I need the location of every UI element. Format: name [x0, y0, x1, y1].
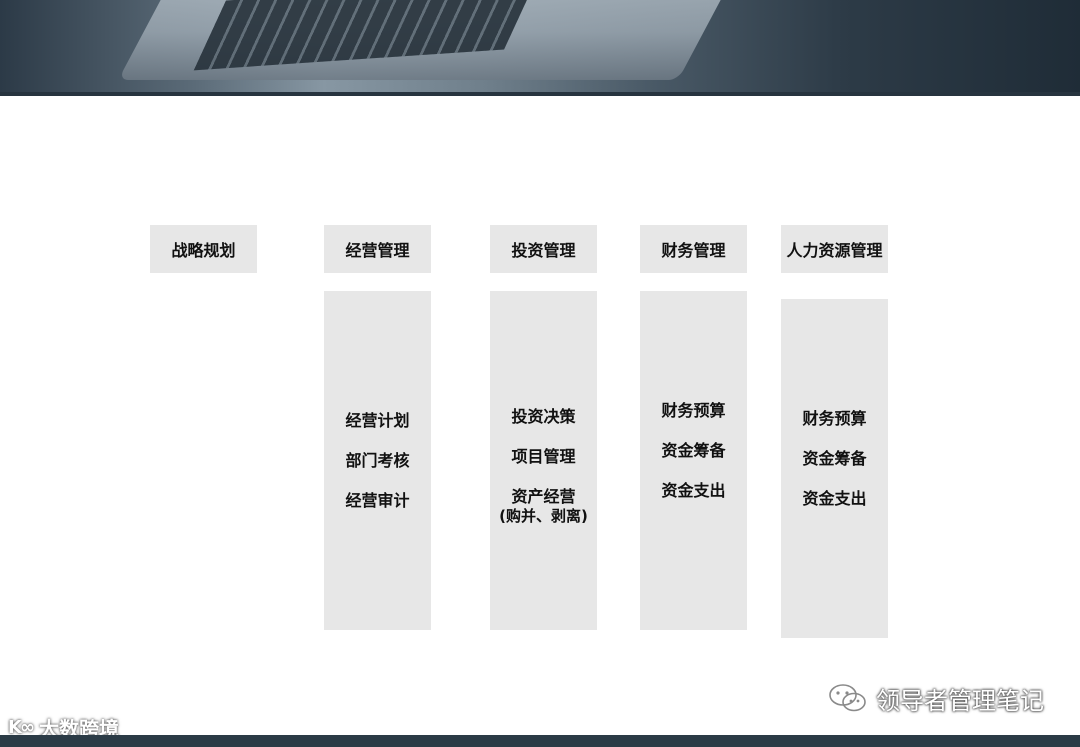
header-label: 投资管理 [511, 237, 575, 261]
footer-bar [0, 735, 1080, 747]
header-operations-management: 经营管理 [324, 225, 431, 273]
header-label: 经营管理 [345, 237, 409, 261]
list-item: 资金筹备 [661, 441, 725, 461]
header-strategy-planning: 战略规划 [150, 225, 257, 273]
panel-operations-management: 经营计划 部门考核 经营审计 [324, 291, 431, 630]
panel-human-resources-management: 财务预算 资金筹备 资金支出 [781, 299, 888, 638]
header-finance-management: 财务管理 [640, 225, 747, 273]
list-item: 经营审计 [345, 491, 409, 511]
list-item: 资金筹备 [802, 449, 866, 469]
watermark-right: 领导者管理笔记 [828, 680, 1044, 716]
wechat-icon [828, 683, 868, 713]
header-label: 战略规划 [171, 237, 235, 261]
list-item: 资金支出 [661, 481, 725, 501]
list-item-note: (购并、剥离) [499, 507, 588, 526]
list-item: 项目管理 [511, 447, 575, 467]
list-item: 资产经营 (购并、剥离) [499, 487, 588, 526]
banner-edge [0, 92, 1080, 96]
panel-finance-management: 财务预算 资金筹备 资金支出 [640, 291, 747, 630]
panel-investment-management: 投资决策 项目管理 资产经营 (购并、剥离) [490, 291, 597, 630]
list-item: 经营计划 [345, 411, 409, 431]
header-label: 人力资源管理 [786, 237, 882, 261]
list-item: 资金支出 [802, 489, 866, 509]
list-item: 部门考核 [345, 451, 409, 471]
list-item: 投资决策 [511, 407, 575, 427]
watermark-right-text: 领导者管理笔记 [876, 681, 1044, 716]
list-item: 财务预算 [802, 409, 866, 429]
header-banner-image [0, 0, 1080, 96]
header-human-resources-management: 人力资源管理 [781, 225, 888, 273]
header-investment-management: 投资管理 [490, 225, 597, 273]
list-item: 财务预算 [661, 401, 725, 421]
list-item-label: 资产经营 [511, 487, 575, 506]
header-label: 财务管理 [661, 237, 725, 261]
